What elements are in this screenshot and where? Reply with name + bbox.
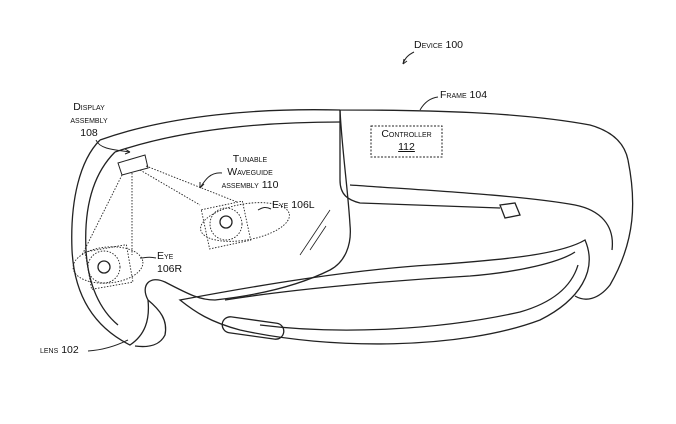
eye-106l-label: Eye 106L xyxy=(272,199,315,211)
pupil-right xyxy=(97,260,111,274)
eye-106r-outline xyxy=(72,246,144,284)
waveguide-label-line2: Waveguide xyxy=(227,166,273,178)
frame-right xyxy=(574,159,634,300)
display-label-line3: 108 xyxy=(80,127,98,139)
controller-label: Controller 112 xyxy=(371,128,442,154)
eye106r-leader xyxy=(139,256,157,259)
eye-106r-label-line2: 106R xyxy=(157,263,183,275)
display-assembly xyxy=(117,154,149,176)
eye106l-leader xyxy=(257,206,272,211)
frame-top-edge xyxy=(99,109,629,161)
device-label: Device 100 xyxy=(414,39,464,51)
display-assembly-label: Display assembly 108 xyxy=(58,101,120,140)
lens-leader xyxy=(87,339,129,352)
frame-top-inner xyxy=(114,121,341,153)
pupil-left xyxy=(219,215,233,229)
headband xyxy=(178,239,590,345)
frame-leader xyxy=(419,96,439,111)
waveguide-label: Tunable Waveguide assembly 110 xyxy=(210,153,290,192)
frame-label: Frame 104 xyxy=(440,89,488,101)
eye-106r-label: Eye 106R xyxy=(157,250,182,276)
controller-box xyxy=(370,125,443,158)
lens-label: lens 102 xyxy=(40,344,79,356)
controller-label-line1: Controller xyxy=(381,128,432,140)
side-button xyxy=(221,316,285,340)
display-label-line1: Display xyxy=(73,101,105,113)
eye-106l-outline xyxy=(200,202,290,242)
display-label-line2: assembly xyxy=(70,114,108,126)
waveguide-leader xyxy=(199,172,223,189)
eye-106r-label-line1: Eye xyxy=(157,250,174,262)
nose-piece xyxy=(134,299,167,348)
controller-label-line2: 112 xyxy=(398,141,415,153)
display-leader xyxy=(95,139,131,153)
visor-outline xyxy=(71,109,351,346)
waveguide-label-line1: Tunable xyxy=(232,153,268,165)
waveguide-label-line3: assembly 110 xyxy=(221,179,279,191)
